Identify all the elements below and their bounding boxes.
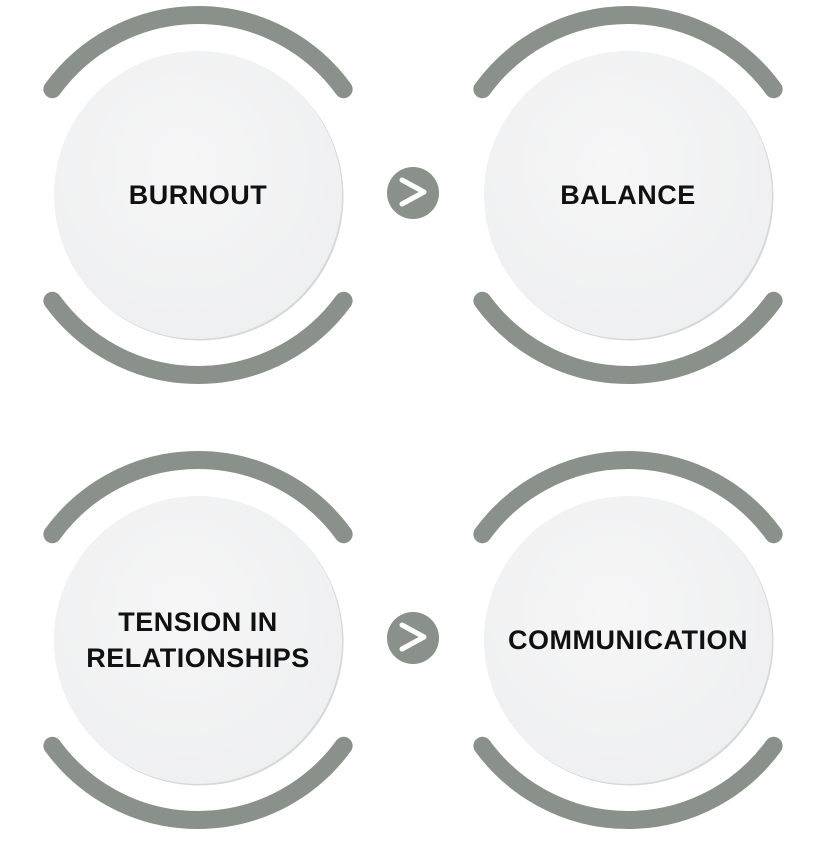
bottom-arc xyxy=(473,291,783,384)
node-to-0: BALANCE xyxy=(473,6,783,384)
bottom-arc xyxy=(473,736,783,829)
circle xyxy=(484,51,772,339)
chevron-right-icon xyxy=(387,612,439,664)
chevron-right-icon xyxy=(387,167,439,219)
node-from-1: TENSION IN RELATIONSHIPS xyxy=(43,451,353,829)
node-label: RELATIONSHIPS xyxy=(86,643,310,673)
bottom-arc xyxy=(43,736,353,829)
node-label: BALANCE xyxy=(560,180,696,210)
circle xyxy=(484,496,772,784)
node-label: BURNOUT xyxy=(129,180,268,210)
top-arc xyxy=(473,6,783,99)
node-from-0: BURNOUT xyxy=(43,6,353,384)
node-to-1: COMMUNICATION xyxy=(473,451,783,829)
circle xyxy=(54,496,342,784)
bottom-arc xyxy=(43,291,353,384)
circle xyxy=(54,51,342,339)
top-arc xyxy=(43,6,353,99)
top-arc xyxy=(473,451,783,544)
top-arc xyxy=(43,451,353,544)
node-label: COMMUNICATION xyxy=(508,625,748,655)
node-label: TENSION IN xyxy=(118,607,278,637)
